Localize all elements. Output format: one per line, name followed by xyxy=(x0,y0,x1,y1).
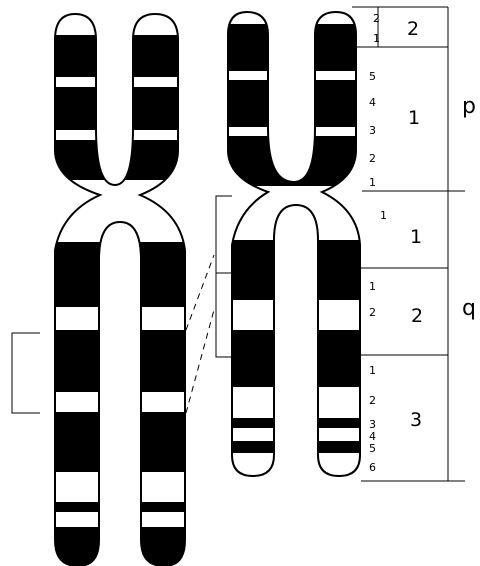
arm-label-p: p xyxy=(462,94,476,119)
band-q3-1: 1 xyxy=(369,364,376,377)
region-numbers: 2 1 1 2 3 xyxy=(407,18,423,431)
left-chromosome xyxy=(40,0,200,566)
band-q3-5: 5 xyxy=(369,442,376,455)
arm-label-q: q xyxy=(462,296,476,321)
band-q2-2: 2 xyxy=(369,306,376,319)
dashed-connectors xyxy=(186,255,214,413)
left-bracket xyxy=(12,333,40,413)
band-q2-1: 1 xyxy=(369,280,376,293)
band-p1-5: 5 xyxy=(369,70,376,83)
band-numbers: 2 1 5 4 3 2 1 1 1 2 1 2 3 4 5 6 xyxy=(369,12,387,474)
band-p1-1: 1 xyxy=(369,176,376,189)
band-p2-2: 2 xyxy=(373,12,380,25)
band-q3-6: 6 xyxy=(369,461,376,474)
region-p1: 1 xyxy=(408,107,420,129)
region-p2: 2 xyxy=(407,18,419,40)
region-q2: 2 xyxy=(411,305,423,327)
region-q1: 1 xyxy=(410,226,422,248)
right-chromosome xyxy=(220,0,370,480)
band-p2-1: 1 xyxy=(373,32,380,45)
band-p1-2: 2 xyxy=(369,152,376,165)
right-chromosome-bracket xyxy=(216,196,232,357)
band-q3-2: 2 xyxy=(369,394,376,407)
band-p1-4: 4 xyxy=(369,96,376,109)
region-q3: 3 xyxy=(410,409,422,431)
arm-labels: p q xyxy=(462,94,476,321)
band-q1-1: 1 xyxy=(380,209,387,222)
band-p1-3: 3 xyxy=(369,124,376,137)
